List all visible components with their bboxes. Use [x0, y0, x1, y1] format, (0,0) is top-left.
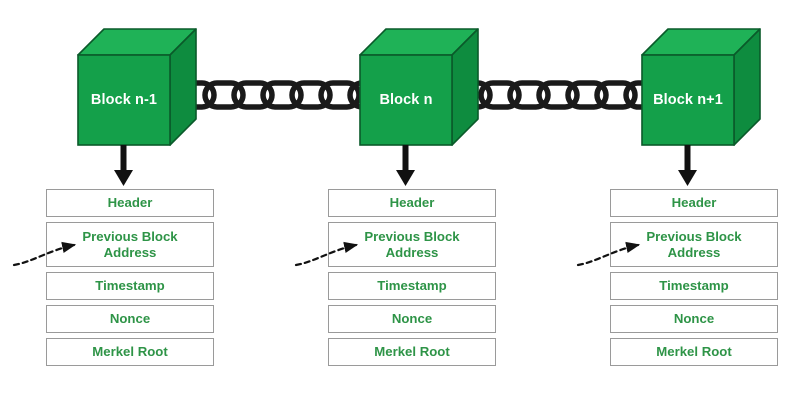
chain-link-icon: [565, 80, 609, 110]
chain-link-icon: [260, 80, 304, 110]
chain-link-icon: [594, 80, 638, 110]
chain-link-icon: [318, 80, 362, 110]
chain-link-icon: [478, 80, 522, 110]
chain-link-icon: [536, 80, 580, 110]
curved-dashed-arrow-icon-2: [294, 241, 359, 267]
chain-link-icon: [202, 80, 246, 110]
cube-block-n-plus-1: [641, 28, 761, 146]
down-arrow-icon-2: [396, 145, 415, 186]
curved-dashed-arrow-icon-3: [576, 241, 641, 267]
down-arrow-icon-1: [114, 145, 133, 186]
cube-front-face: [77, 54, 171, 146]
down-arrow-icon-3: [678, 145, 697, 186]
chain-link-icon: [507, 80, 551, 110]
chain-link-icon: [231, 80, 275, 110]
cube-front-face: [641, 54, 735, 146]
cube-block-n-minus-1: [77, 28, 197, 146]
chain-link-icon: [289, 80, 333, 110]
curved-dashed-arrow-icon-1: [12, 241, 77, 267]
